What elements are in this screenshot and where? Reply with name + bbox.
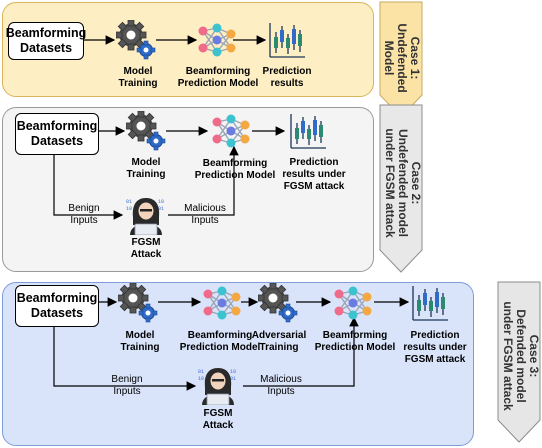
case2-caption: Case 2: Undefended model under FGSM atta… [383,128,423,238]
case1-caption: Case 1: Undefended Model [382,23,422,93]
candlestick-chart-icon [269,23,305,58]
benign-inputs-label: Benign Inputs [68,203,100,226]
svg-text:10: 10 [198,376,204,382]
dataset-box: Beamforming Datasets [15,285,99,327]
svg-text:10: 10 [230,369,236,375]
prediction-model-label: Beamforming Prediction Model [179,330,261,353]
case2-chevron [379,104,423,273]
model-training-label: Model Training [120,330,160,353]
gear-icon [116,20,156,60]
malicious-inputs-label: Malicious Inputs [260,374,302,397]
candlestick-chart-icon [412,286,448,321]
prediction-model-label: Beamforming Prediction Model [177,66,259,89]
malicious-connector [168,145,239,216]
benign-connector [53,154,124,220]
neural-network-icon [212,114,250,148]
benign-connector [53,326,197,391]
malicious-inputs-label: Malicious Inputs [184,203,226,226]
case3-caption: Case 3: Defended model under FGSM attack [501,301,541,411]
adversarial-training-label: Adversarial Training [251,330,307,353]
prediction-results-label: Prediction results under FGSM attack [282,157,346,192]
svg-text:01: 01 [198,369,204,375]
dataset-box: Beamforming Datasets [15,113,99,155]
gear-icon [258,283,298,323]
model-training-label: Model Training [118,66,158,89]
prediction-model-label: Beamforming Prediction Model [314,330,396,353]
neural-network-icon [198,23,236,57]
case3-chevron [497,281,541,443]
neural-network-icon [334,286,372,320]
prediction-results-label: Prediction results under FGSM attack [403,330,467,365]
malicious-connector [243,316,359,387]
prediction-results-label: Prediction results [262,66,312,89]
fgsm-attack-label: FGSM Attack [202,408,234,431]
fgsm-attack-label: FGSM Attack [130,237,162,260]
model-training-label: Model Training [126,157,166,180]
gear-icon [126,111,166,151]
neural-network-icon [203,286,241,320]
svg-text:01: 01 [230,376,236,382]
svg-text:01: 01 [158,206,164,212]
dataset-box: Beamforming Datasets [6,22,86,60]
svg-text:01: 01 [126,199,132,205]
gear-icon [118,283,158,323]
prediction-model-label: Beamforming Prediction Model [194,158,276,181]
svg-text:10: 10 [126,206,132,212]
svg-text:10: 10 [158,199,164,205]
benign-inputs-label: Benign Inputs [111,374,143,397]
candlestick-chart-icon [290,114,326,149]
